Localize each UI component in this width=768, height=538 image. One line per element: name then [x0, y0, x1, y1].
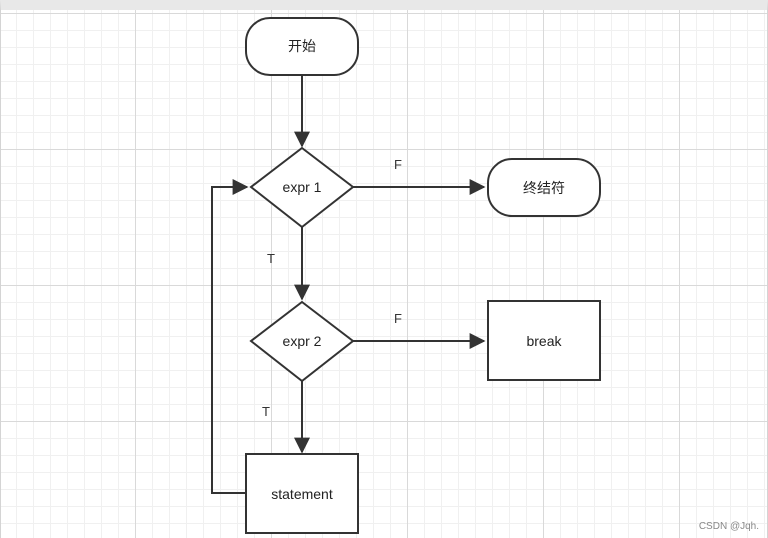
node-expr2-label: expr 2: [283, 333, 322, 349]
edge-label-expr1-false: F: [394, 157, 402, 172]
edge-label-expr2-false: F: [394, 311, 402, 326]
node-break-label: break: [526, 333, 562, 349]
node-end[interactable]: 终结符: [487, 158, 601, 217]
node-statement-label: statement: [271, 486, 333, 502]
edge-label-expr1-true: T: [267, 251, 275, 266]
node-expr1-label: expr 1: [283, 179, 322, 195]
node-end-label: 终结符: [523, 180, 565, 196]
edge-label-expr2-true: T: [262, 404, 270, 419]
watermark: CSDN @Jqh.: [698, 521, 759, 532]
node-break[interactable]: break: [487, 300, 601, 381]
node-statement[interactable]: statement: [245, 453, 359, 534]
node-start[interactable]: 开始: [245, 17, 359, 76]
node-expr2[interactable]: expr 2: [249, 300, 355, 383]
edge-statement-loop-back: [211, 179, 249, 494]
node-start-label: 开始: [288, 38, 316, 54]
node-expr1[interactable]: expr 1: [249, 146, 355, 229]
edges: [211, 75, 486, 494]
